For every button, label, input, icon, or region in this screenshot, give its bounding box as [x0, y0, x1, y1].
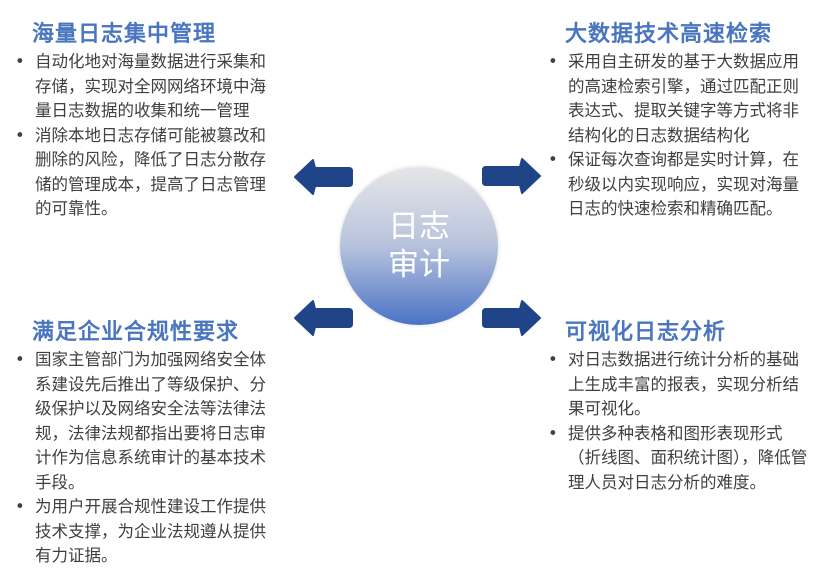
bullet-item: 自动化地对海量数据进行采集和存储，实现对全网网络环境中海量日志数据的收集和统一管… — [12, 50, 275, 124]
center-circle: 日志 审计 — [340, 167, 498, 325]
bullet-item: 国家主管部门为加强网络安全体系建设先后推出了等级保护、分级保护以及网络安全法等法… — [12, 348, 275, 495]
center-label-line2: 审计 — [388, 247, 450, 283]
arrow-right-icon — [482, 158, 541, 194]
bullet-item: 为用户开展合规性建设工作提供技术支撑，为企业法规遵从提供有力证据。 — [12, 495, 275, 569]
bullet-list: 对日志数据进行统计分析的基础上生成丰富的报表，实现分析结果可视化。 提供多种表格… — [545, 348, 820, 495]
panel-title: 满足企业合规性要求 — [32, 320, 240, 345]
panel-log-centralized-management: 海量日志集中管理 自动化地对海量数据进行采集和存储，实现对全网网络环境中海量日志… — [12, 16, 287, 222]
arrow-right-icon — [482, 300, 541, 336]
panel-title: 海量日志集中管理 — [32, 22, 217, 47]
arrow-left-icon — [294, 300, 353, 336]
arrow-left-icon — [294, 159, 353, 195]
panel-compliance: 满足企业合规性要求 国家主管部门为加强网络安全体系建设先后推出了等级保护、分级保… — [12, 314, 287, 569]
bullet-list: 采用自主研发的基于大数据应用的高速检索引擎，通过匹配正则表达式、提取关键字等方式… — [545, 50, 820, 222]
panel-visual-analysis: 可视化日志分析 对日志数据进行统计分析的基础上生成丰富的报表，实现分析结果可视化… — [545, 314, 820, 495]
bullet-item: 保证每次查询都是实时计算，在秒级以内实现响应，实现对海量日志的快速检索和精确匹配… — [545, 148, 808, 222]
panel-title: 可视化日志分析 — [565, 320, 727, 345]
bullet-item: 提供多种表格和图形表现形式（折线图、面积统计图），降低管理人员对日志分析的难度。 — [545, 422, 808, 496]
bullet-list: 自动化地对海量数据进行采集和存储，实现对全网网络环境中海量日志数据的收集和统一管… — [12, 50, 287, 222]
bullet-list: 国家主管部门为加强网络安全体系建设先后推出了等级保护、分级保护以及网络安全法等法… — [12, 348, 287, 569]
bullet-item: 对日志数据进行统计分析的基础上生成丰富的报表，实现分析结果可视化。 — [545, 348, 808, 422]
center-label-line1: 日志 — [388, 209, 450, 245]
panel-title: 大数据技术高速检索 — [565, 22, 773, 47]
bullet-item: 采用自主研发的基于大数据应用的高速检索引擎，通过匹配正则表达式、提取关键字等方式… — [545, 50, 808, 148]
bullet-item: 消除本地日志存储可能被篡改和删除的风险，降低了日志分散存储的管理成本，提高了日志… — [12, 124, 275, 222]
panel-bigdata-search: 大数据技术高速检索 采用自主研发的基于大数据应用的高速检索引擎，通过匹配正则表达… — [545, 16, 820, 222]
